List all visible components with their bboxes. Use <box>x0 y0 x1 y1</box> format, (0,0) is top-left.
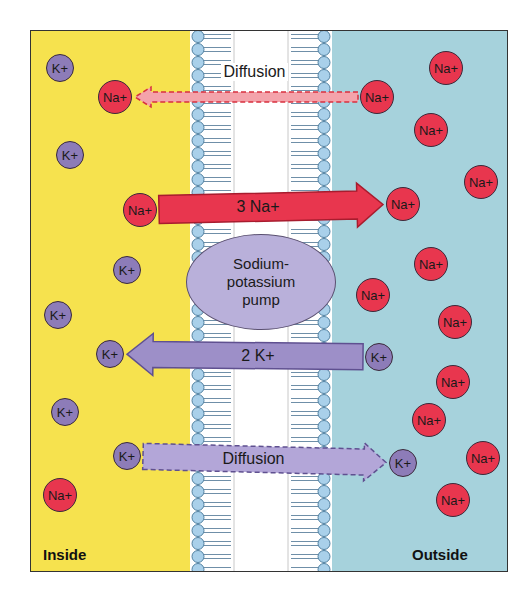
ion-circle: K+ <box>44 301 72 329</box>
compartment-region: Inside K+ Na+ K+ Na+ K+ K+ K+ K+ K+ Na+ <box>30 30 190 572</box>
ion-circle: K+ <box>96 340 124 368</box>
transport-arrow <box>143 443 386 481</box>
transport-arrow <box>159 183 383 227</box>
ion-circle: Na+ <box>464 165 498 199</box>
ion-circle: K+ <box>113 442 141 470</box>
ion-label: Na+ <box>417 414 441 427</box>
transport-arrow <box>135 87 358 107</box>
ion-circle: Na+ <box>466 441 500 475</box>
arrow-label: Diffusion <box>220 450 288 468</box>
ion-label: Na+ <box>365 91 389 104</box>
ion-label: Na+ <box>441 494 465 507</box>
ion-circle: Na+ <box>436 483 470 517</box>
ion-label: K+ <box>102 348 118 361</box>
ion-label: Na+ <box>471 452 495 465</box>
ion-label: K+ <box>395 457 411 470</box>
transport-arrow <box>127 333 363 375</box>
arrow-label: Diffusion <box>221 63 289 81</box>
ion-circle: K+ <box>51 398 79 426</box>
ion-label: K+ <box>371 351 387 364</box>
ion-label: Na+ <box>469 176 493 189</box>
compartment-region: Outside Na+ Na+ Na+ Na+ Na+ Na+ Na+ Na+ K+ Na+ Na+ K… <box>332 30 508 572</box>
ion-label: K+ <box>50 309 66 322</box>
arrow-label: 3 Na+ <box>233 198 282 216</box>
ion-circle: Na+ <box>360 80 394 114</box>
ion-label: Na+ <box>48 489 72 502</box>
ion-label: K+ <box>119 450 135 463</box>
ion-circle: Na+ <box>429 51 463 85</box>
pump-ellipse: Sodium-potassium pump <box>186 234 336 330</box>
ion-label: K+ <box>57 406 73 419</box>
ion-label: Na+ <box>419 124 443 137</box>
ion-circle: Na+ <box>123 193 157 227</box>
ion-circle: Na+ <box>356 278 390 312</box>
ion-label: K+ <box>119 264 135 277</box>
ion-label: Na+ <box>128 204 152 217</box>
ion-label: K+ <box>62 149 78 162</box>
ion-circle: Na+ <box>414 113 448 147</box>
ion-label: Na+ <box>103 91 127 104</box>
arrow-label: 2 K+ <box>238 347 277 365</box>
ion-label: K+ <box>52 62 68 75</box>
region-label: Outside <box>412 546 468 563</box>
ion-circle: K+ <box>46 54 74 82</box>
ion-circle: K+ <box>113 256 141 284</box>
ion-circle: Na+ <box>438 305 472 339</box>
ion-circle: K+ <box>365 343 393 371</box>
ion-label: Na+ <box>434 62 458 75</box>
ion-label: Na+ <box>391 198 415 211</box>
ion-circle: Na+ <box>412 403 446 437</box>
ion-circle: Na+ <box>414 247 448 281</box>
ion-circle: Na+ <box>43 478 77 512</box>
ion-label: Na+ <box>443 316 467 329</box>
ion-circle: K+ <box>389 449 417 477</box>
region-label: Inside <box>43 546 86 563</box>
pump-label: Sodium-potassium pump <box>211 255 311 309</box>
ion-circle: K+ <box>56 141 84 169</box>
ion-label: Na+ <box>419 258 443 271</box>
ion-circle: Na+ <box>386 187 420 221</box>
ion-label: Na+ <box>441 376 465 389</box>
ion-circle: Na+ <box>436 365 470 399</box>
ion-label: Na+ <box>361 289 385 302</box>
ion-circle: Na+ <box>98 80 132 114</box>
